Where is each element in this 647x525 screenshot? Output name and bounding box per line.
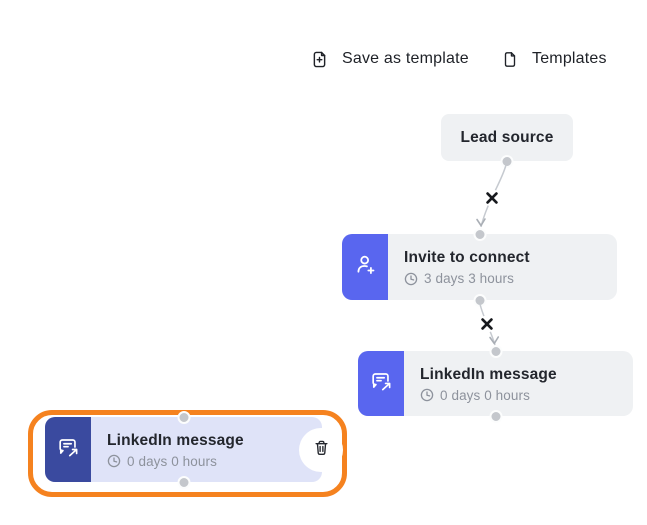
save-as-template-label: Save as template (342, 50, 469, 67)
connection-handle[interactable] (473, 293, 486, 307)
node-icon-box (342, 234, 388, 300)
message-send-icon (56, 435, 81, 465)
templates-button[interactable]: Templates (501, 47, 607, 71)
node-title: LinkedIn message (420, 365, 557, 383)
delete-node-button[interactable] (299, 427, 343, 472)
connection-handle[interactable] (489, 344, 502, 358)
break-connection-icon[interactable] (478, 315, 496, 333)
node-content: LinkedIn message 0 days 0 hours (91, 417, 244, 482)
arrowhead-icon (489, 336, 500, 345)
clock-icon (107, 454, 121, 468)
connection-handle[interactable] (177, 410, 190, 424)
node-delay-text: 0 days 0 hours (440, 387, 530, 403)
save-as-template-button[interactable]: Save as template (310, 47, 469, 71)
node-delay: 3 days 3 hours (404, 271, 530, 286)
node-lead-source[interactable]: Lead source (441, 114, 573, 168)
clock-icon (404, 272, 418, 286)
node-delay-text: 0 days 0 hours (127, 453, 217, 469)
node-title: LinkedIn message (107, 431, 244, 449)
node-delay-text: 3 days 3 hours (424, 271, 514, 286)
connector-path (479, 303, 496, 346)
connection-handle[interactable] (473, 227, 486, 241)
arrowhead-icon (476, 218, 486, 227)
node-title: Invite to connect (404, 249, 530, 266)
connection-handle[interactable] (177, 475, 190, 489)
node-content: LinkedIn message 0 days 0 hours (404, 351, 557, 416)
templates-label: Templates (532, 50, 607, 67)
file-plus-icon (310, 50, 329, 69)
node-delay: 0 days 0 hours (420, 388, 557, 403)
node-linkedin-message[interactable]: LinkedIn message 0 days 0 hours (358, 344, 633, 423)
break-connection-icon[interactable] (483, 189, 501, 207)
message-send-icon (369, 369, 394, 399)
node-icon-box (358, 351, 404, 416)
node-icon-box (45, 417, 91, 482)
connector-path (480, 164, 507, 228)
connection-handle[interactable] (500, 154, 514, 168)
clock-icon (420, 388, 434, 402)
node-title: Lead source (460, 128, 554, 146)
person-add-icon (353, 252, 378, 282)
file-icon (501, 50, 519, 69)
node-linkedin-message-selected[interactable]: LinkedIn message 0 days 0 hours (45, 410, 343, 489)
node-delay: 0 days 0 hours (107, 454, 244, 469)
node-invite-to-connect[interactable]: Invite to connect 3 days 3 hours (342, 227, 617, 307)
trash-icon (313, 439, 330, 461)
connection-handle[interactable] (489, 409, 502, 423)
node-content: Invite to connect 3 days 3 hours (388, 234, 530, 300)
